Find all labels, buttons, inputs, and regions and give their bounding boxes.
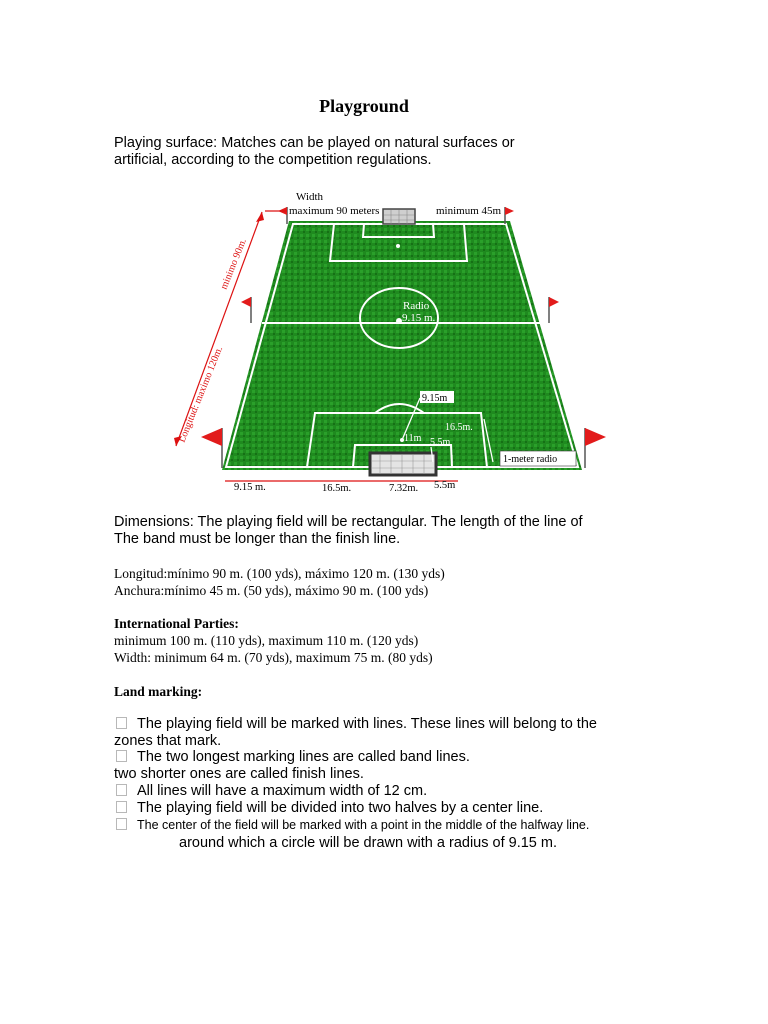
list-item-continuation: around which a circle will be drawn with… bbox=[179, 835, 557, 851]
longitud-text: Longitud:mínimo 90 m. (100 yds), máximo … bbox=[114, 566, 445, 581]
list-item-continuation: zones that mark. bbox=[114, 733, 222, 749]
width-min-label: minimum 45m bbox=[436, 205, 502, 217]
radius-label: Radio bbox=[403, 300, 430, 312]
bullet-box-icon bbox=[116, 784, 127, 796]
international-width: Width: minimum 64 m. (70 yds), maximum 7… bbox=[114, 650, 433, 665]
bottom-label-1: 9.15 m. bbox=[234, 482, 266, 493]
box-label: 16.5m. bbox=[445, 422, 473, 433]
soccer-field-diagram: Width maximum 90 meters minimum 45m mini… bbox=[174, 191, 606, 494]
center-circle bbox=[359, 287, 439, 349]
bottom-label-2: 16.5m. bbox=[322, 483, 351, 494]
width-label: Width bbox=[296, 191, 324, 203]
international-length: minimum 100 m. (110 yds), maximum 110 m.… bbox=[114, 633, 419, 648]
intro-line-1: Playing surface: Matches can be played o… bbox=[114, 135, 515, 151]
length-max-label: Longitud: maximo 120m. bbox=[177, 345, 226, 444]
bullet-box-icon bbox=[116, 818, 127, 830]
list-item: The playing field will be divided into t… bbox=[114, 800, 543, 817]
corner-label: 1-meter radio bbox=[503, 454, 557, 465]
center-spot bbox=[396, 318, 402, 324]
dimensions-line-2: The band must be longer than the finish … bbox=[114, 531, 401, 547]
goal-area-label: 5.5m bbox=[430, 437, 451, 448]
bullet-box-icon bbox=[116, 801, 127, 813]
pitch bbox=[222, 221, 582, 470]
bottom-goal-area bbox=[351, 444, 454, 468]
list-item-continuation: two shorter ones are called finish lines… bbox=[114, 766, 364, 782]
bottom-label-3: 7.32m. bbox=[389, 483, 418, 494]
land-marking-heading: Land marking: bbox=[114, 684, 203, 699]
list-item: The two longest marking lines are called… bbox=[114, 749, 470, 766]
bottom-label-4: 5.5m bbox=[434, 480, 455, 491]
dimensions-line-1: Dimensions: The playing field will be re… bbox=[114, 514, 583, 530]
arc-label: 9.15m bbox=[422, 393, 448, 404]
international-heading: International Parties: bbox=[114, 616, 239, 631]
bullet-box-icon bbox=[116, 717, 127, 729]
width-max-label: maximum 90 meters bbox=[289, 205, 379, 217]
list-item: All lines will have a maximum width of 1… bbox=[114, 783, 427, 800]
penalty-label: 11m bbox=[404, 433, 422, 444]
length-min-label: minimo 90m. bbox=[219, 237, 249, 291]
bottom-penalty-area bbox=[305, 412, 489, 468]
intro-line-2: artificial, according to the competition… bbox=[114, 152, 432, 168]
list-item: The playing field will be marked with li… bbox=[114, 716, 597, 733]
bottom-goal bbox=[368, 451, 438, 477]
penalty-arc bbox=[374, 403, 425, 414]
bullet-box-icon bbox=[116, 750, 127, 762]
page-title: Playground bbox=[319, 96, 409, 116]
anchura-text: Anchura:mínimo 45 m. (50 yds), máximo 90… bbox=[114, 583, 429, 598]
radius-value: 9.15 m. bbox=[402, 312, 436, 324]
list-item: The center of the field will be marked w… bbox=[114, 817, 589, 834]
